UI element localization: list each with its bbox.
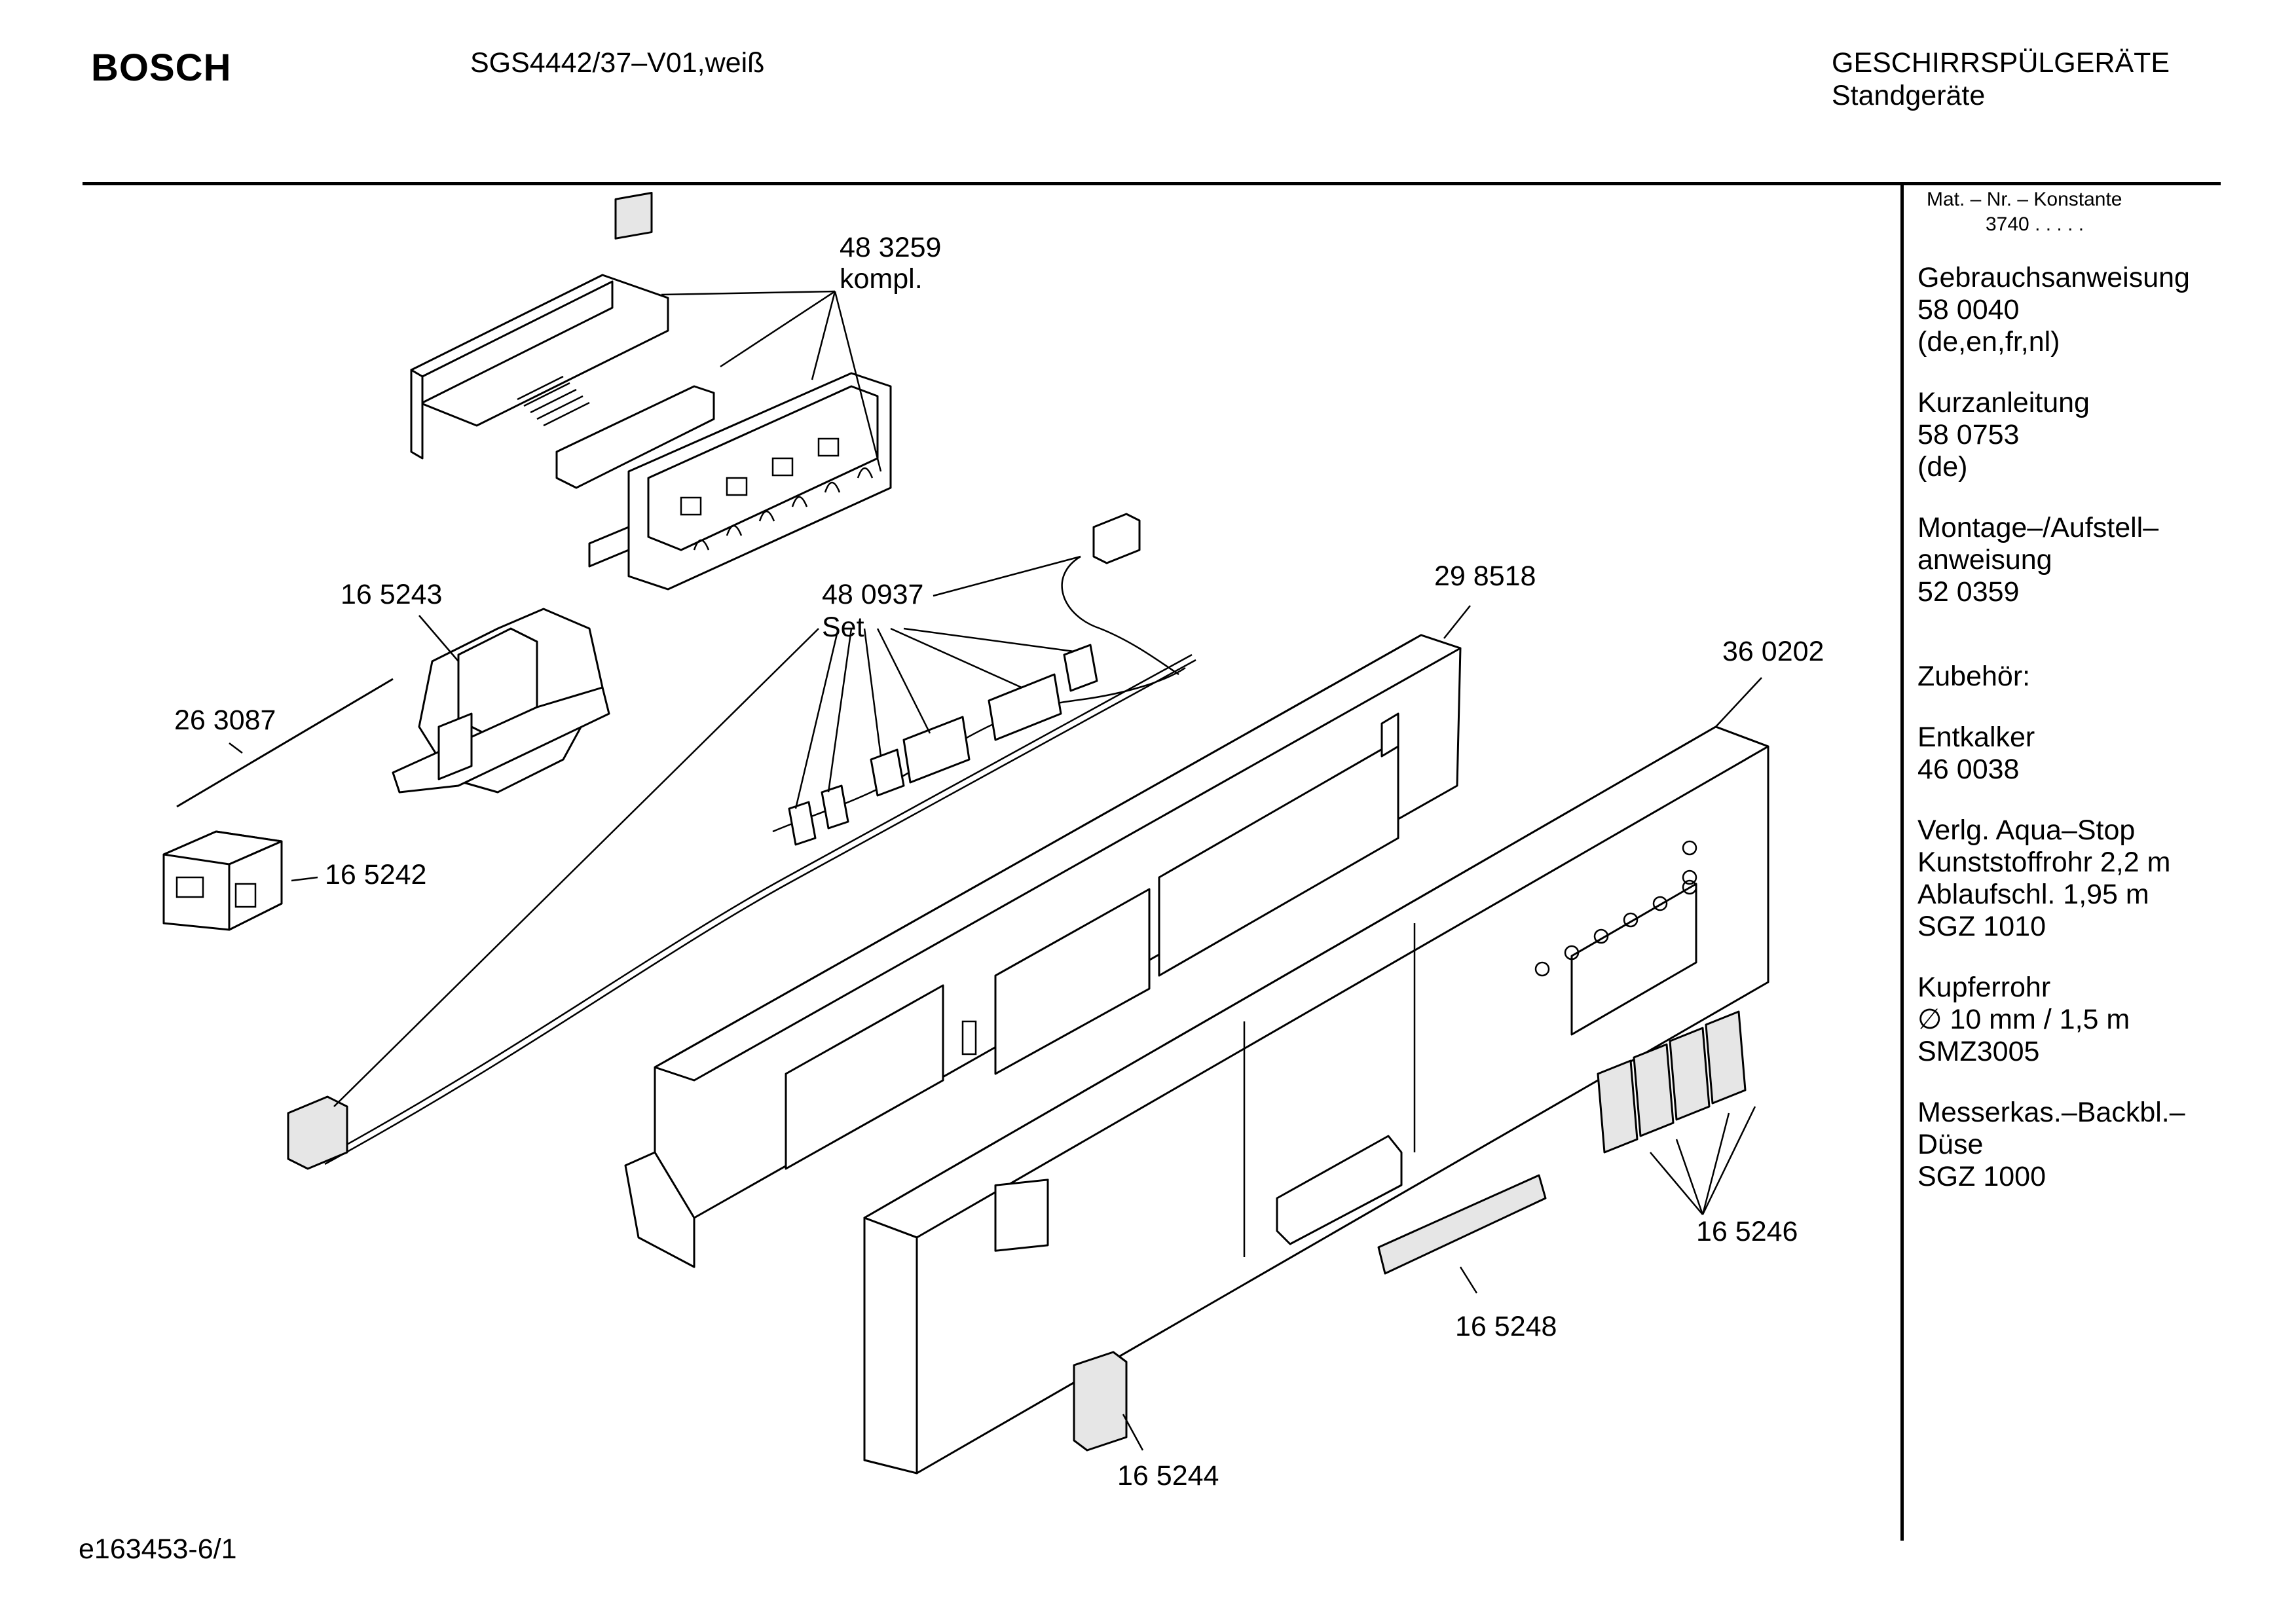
product-subcategory: Standgeräte	[1832, 80, 1986, 111]
cable-set-part	[287, 513, 1196, 1170]
block-line: 52 0359	[1917, 576, 2020, 608]
label-480937: 48 0937	[822, 579, 923, 610]
handle-strip-part	[1377, 1174, 1547, 1275]
constant-value: 3740 . . . . .	[1986, 213, 2084, 235]
leader-lines	[229, 290, 1762, 1451]
header-divider	[83, 182, 2221, 185]
label-165246: 16 5246	[1696, 1216, 1798, 1247]
sidebar-divider	[1900, 182, 1904, 1541]
block-line: Montage–/Aufstell–	[1917, 512, 2159, 543]
block-line: (de)	[1917, 451, 1968, 483]
label-360202: 36 0202	[1722, 636, 1824, 667]
copper-pipe-block: Kupferrohr ∅ 10 mm / 1,5 m SMZ3005	[1917, 972, 2271, 1068]
model-number: SGS4442/37–V01,weiß	[470, 47, 765, 79]
label-298518: 29 8518	[1434, 560, 1536, 592]
block-line: ∅ 10 mm / 1,5 m	[1917, 1004, 2130, 1035]
control-module-part	[410, 192, 892, 591]
block-line: SMZ3005	[1917, 1036, 2040, 1067]
front-panel-part	[863, 725, 1769, 1475]
block-line: SGZ 1010	[1917, 911, 2046, 942]
block-line: 46 0038	[1917, 754, 2020, 785]
label-480937-note: Set	[822, 612, 864, 643]
product-category: GESCHIRRSPÜLGERÄTE	[1832, 47, 2170, 79]
label-483259: 48 3259	[840, 232, 941, 263]
installation-block: Montage–/Aufstell– anweisung 52 0359	[1917, 512, 2271, 608]
label-165244: 16 5244	[1117, 1460, 1219, 1492]
nozzle-block: Messerkas.–Backbl.– Düse SGZ 1000	[1917, 1097, 2271, 1193]
accessories-heading: Zubehör:	[1917, 661, 2271, 693]
block-line: Verlg. Aqua–Stop	[1917, 815, 2136, 846]
aquastop-block: Verlg. Aqua–Stop Kunststoffrohr 2,2 m Ab…	[1917, 815, 2271, 943]
label-165242: 16 5242	[325, 859, 426, 890]
holder-bracket-part	[392, 608, 610, 794]
rod-part	[176, 678, 394, 808]
brand-logo: BOSCH	[91, 46, 232, 89]
block-line: Entkalker	[1917, 722, 2035, 753]
block-line: 58 0040	[1917, 294, 2020, 325]
label-483259-note: kompl.	[840, 263, 923, 295]
sidebar-info: Mat. – Nr. – Konstante 3740 . . . . . Ge…	[1917, 189, 2271, 1193]
block-line: Ablaufschl. 1,95 m	[1917, 879, 2149, 910]
block-line: Kurzanleitung	[1917, 387, 2090, 418]
button-keys-part	[1597, 1010, 1747, 1154]
short-guide-block: Kurzanleitung 58 0753 (de)	[1917, 387, 2271, 483]
descaler-block: Entkalker 46 0038	[1917, 722, 2271, 786]
block-line: Kupferrohr	[1917, 972, 2051, 1003]
block-line: Zubehör:	[1917, 661, 2031, 692]
constant-label: Mat. – Nr. – Konstante	[1927, 189, 2122, 210]
block-line: (de,en,fr,nl)	[1917, 326, 2060, 357]
label-165248: 16 5248	[1455, 1311, 1557, 1342]
block-line: anweisung	[1917, 544, 2052, 576]
label-165243: 16 5243	[341, 579, 442, 610]
inner-frame-part	[624, 634, 1462, 1268]
block-line: SGZ 1000	[1917, 1161, 2046, 1192]
drawing-id: e163453-6/1	[79, 1533, 237, 1565]
block-line: Messerkas.–Backbl.–	[1917, 1097, 2185, 1128]
button-cap-part	[1073, 1351, 1128, 1452]
switch-part	[162, 830, 283, 931]
block-line: 58 0753	[1917, 419, 2020, 450]
manual-block: Gebrauchsanweisung 58 0040 (de,en,fr,nl)	[1917, 262, 2271, 358]
block-line: Gebrauchsanweisung	[1917, 262, 2190, 293]
label-263087: 26 3087	[174, 705, 276, 736]
block-line: Düse	[1917, 1129, 1984, 1160]
block-line: Kunststoffrohr 2,2 m	[1917, 847, 2171, 878]
